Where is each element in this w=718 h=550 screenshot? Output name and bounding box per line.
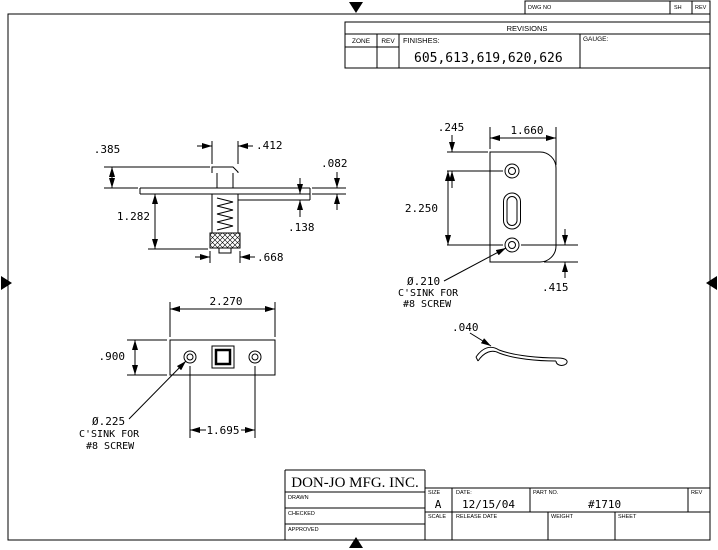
- dim-flange-thickness: .138: [288, 221, 315, 234]
- face-csink-line: C'SINK FOR: [398, 288, 459, 299]
- lip-bottom-edge: [477, 350, 557, 362]
- zone-tick-bottom-icon: [349, 537, 363, 548]
- dwg-header-strip: DWG NO SH REV: [524, 0, 711, 15]
- right-screw-hole: [248, 350, 262, 364]
- date-label: DATE:: [456, 490, 472, 496]
- lip-view: .040: [452, 321, 568, 366]
- company-name: DON-JO MFG. INC.: [291, 475, 419, 491]
- latch-bolt-cap: [211, 166, 239, 173]
- face-screw-line: #8 SCREW: [403, 299, 452, 310]
- approved-label: APPROVED: [288, 527, 319, 533]
- zone-tick-right-icon: [706, 276, 717, 290]
- part-no-value: #1710: [588, 498, 621, 511]
- plate-outline: [169, 339, 276, 376]
- revisions-table: REVISIONS ZONE REV FINISHES: GAUGE: 605,…: [344, 21, 711, 69]
- rev-label-bottom: REV: [691, 490, 703, 496]
- dim-bolt-width: .412: [256, 139, 283, 152]
- faceplate-outline: [489, 151, 557, 263]
- dim-above-plate: .385: [94, 143, 121, 156]
- dim-body-length: 1.282: [117, 210, 150, 223]
- front-screw-line: #8 SCREW: [86, 441, 135, 452]
- dim-hole-to-bottom: .415: [542, 281, 569, 294]
- rev-label-top: REV: [695, 5, 707, 11]
- latch-slot: [503, 192, 521, 230]
- dim-plate-thickness: .082: [321, 157, 348, 170]
- dim-face-width: 1.660: [510, 124, 543, 137]
- zone-label: ZONE: [352, 38, 371, 45]
- knurled-adjuster: [209, 232, 241, 249]
- title-block: DON-JO MFG. INC. DRAWN CHECKED APPROVED …: [284, 469, 710, 540]
- dim-tube-width: .668: [257, 251, 284, 264]
- dim-plate-height: .900: [99, 350, 126, 363]
- date-value: 12/15/04: [462, 498, 515, 511]
- front-hole-dia: Ø.225: [92, 415, 125, 428]
- size-value: A: [435, 498, 442, 511]
- border-rect: [7, 13, 711, 541]
- release-date-label: RELEASE DATE: [456, 514, 497, 520]
- dim-lip-thickness: .040: [452, 321, 479, 334]
- finishes-value: 605,613,619,620,626: [414, 51, 563, 66]
- latch-opening-inner: [214, 348, 232, 366]
- rev-col-label: REV: [381, 38, 395, 45]
- side-view: .385 .412 .082 1.282 .138 .668: [94, 139, 348, 264]
- dim-front-hole-spacing: 1.695: [206, 424, 239, 437]
- latch-opening-outer: [211, 345, 235, 369]
- sheet-label: SHEET: [618, 514, 637, 520]
- zone-tick-top-icon: [349, 2, 363, 13]
- left-screw-hole: [183, 350, 197, 364]
- bottom-screw-hole: [504, 237, 520, 253]
- drawn-label: DRAWN: [288, 495, 309, 501]
- scale-label: SCALE: [428, 514, 446, 520]
- front-csink-line: C'SINK FOR: [79, 429, 140, 440]
- face-hole-dia: Ø.210: [407, 275, 440, 288]
- front-view: 2.270 .900 1.695 Ø.225 C'SINK FOR #8 SCR…: [79, 295, 276, 452]
- dwg-no-label: DWG NO: [528, 5, 552, 11]
- spring: [216, 197, 234, 231]
- size-label: SIZE: [428, 490, 441, 496]
- part-no-label: PART NO.: [533, 490, 559, 496]
- lip-top-edge: [475, 346, 559, 359]
- face-view: .245 1.660 2.250 Ø.210 C'SINK FOR #8 SCR…: [398, 121, 578, 310]
- weight-label: WEIGHT: [551, 514, 574, 520]
- revisions-title: REVISIONS: [507, 24, 548, 33]
- top-screw-hole: [504, 163, 520, 179]
- gauge-label: GAUGE:: [583, 36, 608, 43]
- dim-top-to-hole: .245: [438, 121, 465, 134]
- dim-plate-width: 2.270: [209, 295, 242, 308]
- lip-curl: [555, 357, 568, 366]
- zone-tick-left-icon: [1, 276, 12, 290]
- sh-label: SH: [674, 5, 682, 11]
- dim-hole-spacing: 2.250: [405, 202, 438, 215]
- checked-label: CHECKED: [288, 511, 315, 517]
- finishes-label: FINISHES:: [403, 36, 440, 45]
